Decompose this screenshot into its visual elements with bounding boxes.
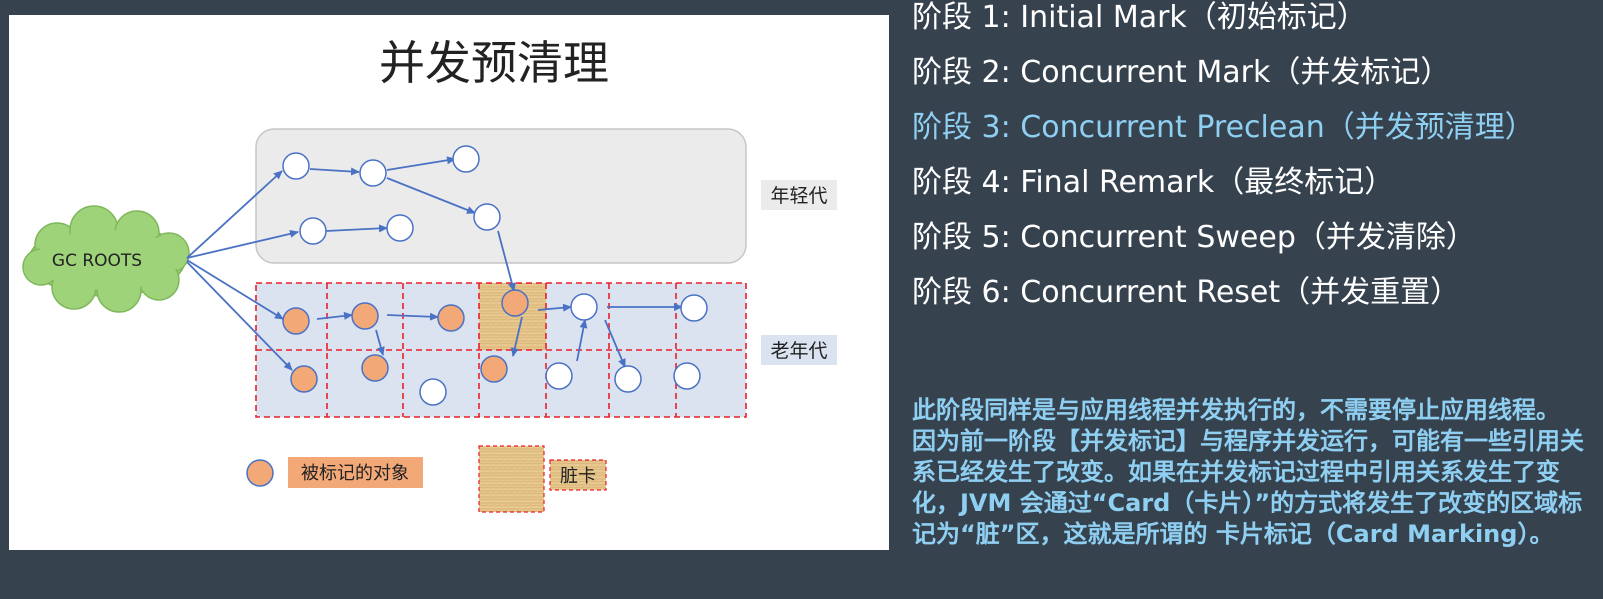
slide-title: 并发预清理 [379, 36, 609, 90]
phase-5: 阶段 5: Concurrent Sweep（并发清除） [912, 220, 1476, 255]
legend-marked-object-label: 被标记的对象 [301, 463, 409, 484]
young-gen-label-box [761, 180, 837, 210]
phase-1: 阶段 1: Initial Mark（初始标记） [912, 0, 1367, 35]
old-gen-label-box [761, 335, 837, 365]
reference-arrows [186, 156, 683, 371]
young-gen-label: 年轻代 [770, 185, 827, 207]
legend-dirty-card-icon [478, 445, 545, 513]
phase-4: 阶段 4: Final Remark（最终标记） [912, 165, 1395, 200]
old-gen-label: 老年代 [770, 340, 827, 362]
legend-marked-object-icon [246, 459, 274, 487]
gc-roots-label: GC ROOTS [52, 251, 142, 271]
legend-dirty-card-box [549, 459, 607, 491]
legend-dirty-card-label: 脏卡 [560, 466, 596, 487]
phase-3-active: 阶段 3: Concurrent Preclean（并发预清理） [912, 110, 1535, 145]
young-gen-objects [282, 145, 501, 245]
old-gen-objects [282, 289, 708, 406]
phase-description: 此阶段同样是与应用线程并发执行的，不需要停止应用线程。 因为前一阶段【并发标记】… [912, 396, 1584, 548]
legend-marked-object-box [288, 457, 423, 488]
phase-2: 阶段 2: Concurrent Mark（并发标记） [912, 55, 1451, 90]
phase-6: 阶段 6: Concurrent Reset（并发重置） [912, 275, 1461, 310]
diagram-slide: 并发预清理 年轻代 老年代 [9, 15, 889, 550]
gc-diagram: 并发预清理 年轻代 老年代 [22, 36, 837, 513]
